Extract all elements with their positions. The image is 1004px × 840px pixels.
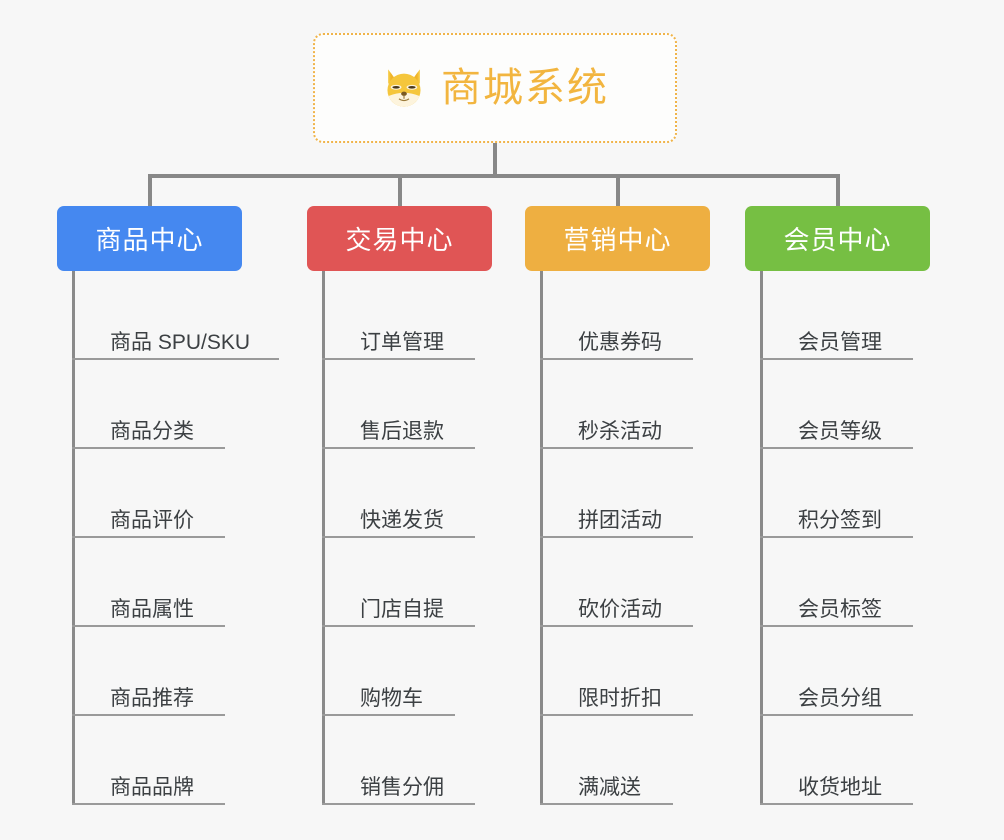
leaf-item[interactable]: 商品品牌 <box>72 716 250 805</box>
category-label: 会员中心 <box>783 225 892 255</box>
connector-horizontal-bus <box>148 174 840 178</box>
leaf-item-label: 商品 SPU/SKU <box>110 331 251 354</box>
leaf-item-label: 快递发货 <box>360 509 444 532</box>
leaf-item-label: 收货地址 <box>798 776 882 799</box>
leaf-underline <box>322 447 475 449</box>
connector-drop-3 <box>616 174 620 206</box>
category-label: 交易中心 <box>345 225 454 255</box>
leaf-underline <box>322 714 455 716</box>
leaf-underline <box>72 803 225 805</box>
leaf-item-label: 售后退款 <box>360 420 444 443</box>
category-label: 营销中心 <box>563 225 672 255</box>
leaf-item-label: 商品分类 <box>110 420 194 443</box>
leaf-item[interactable]: 会员管理 <box>760 271 913 360</box>
category-box-3[interactable]: 营销中心 <box>525 206 710 271</box>
leaf-item[interactable]: 优惠券码 <box>540 271 693 360</box>
leaf-underline <box>72 358 279 360</box>
leaf-underline <box>322 536 475 538</box>
connector-root-stem <box>493 143 497 176</box>
shiba-dog-icon <box>387 69 421 107</box>
leaf-item[interactable]: 会员等级 <box>760 360 913 449</box>
leaf-item-label: 商品属性 <box>110 598 194 621</box>
leaf-underline <box>322 625 475 627</box>
leaf-underline <box>760 714 913 716</box>
leaf-underline <box>540 447 693 449</box>
leaf-underline <box>760 358 913 360</box>
connector-drop-4 <box>836 174 840 206</box>
leaf-item[interactable]: 商品属性 <box>72 538 250 627</box>
leaf-underline <box>72 625 225 627</box>
leaf-item[interactable]: 砍价活动 <box>540 538 693 627</box>
category-label: 商品中心 <box>95 225 204 255</box>
leaf-item-label: 门店自提 <box>360 598 444 621</box>
leaf-underline <box>760 625 913 627</box>
root-node-mall-system[interactable]: 商城系统 <box>313 33 677 143</box>
leaf-item[interactable]: 限时折扣 <box>540 627 693 716</box>
leaf-item-label: 会员分组 <box>798 687 882 710</box>
leaf-item[interactable]: 收货地址 <box>760 716 913 805</box>
category-box-1[interactable]: 商品中心 <box>57 206 242 271</box>
leaf-item[interactable]: 拼团活动 <box>540 449 693 538</box>
leaf-underline <box>760 803 913 805</box>
leaf-underline <box>540 714 693 716</box>
connector-drop-2 <box>398 174 402 206</box>
leaf-item-label: 商品评价 <box>110 509 194 532</box>
leaf-list: 商品 SPU/SKU 商品分类商品评价商品属性商品推荐商品品牌 <box>72 271 279 805</box>
leaf-underline <box>72 447 225 449</box>
leaf-item[interactable]: 会员分组 <box>760 627 913 716</box>
branch-spine <box>72 271 75 805</box>
leaf-item[interactable]: 秒杀活动 <box>540 360 693 449</box>
leaf-item-label: 购物车 <box>360 687 423 710</box>
leaf-underline <box>760 447 913 449</box>
leaf-underline <box>540 536 693 538</box>
leaf-underline <box>72 714 225 716</box>
leaf-item-label: 商品推荐 <box>110 687 194 710</box>
branch-spine <box>540 271 543 805</box>
leaf-item[interactable]: 门店自提 <box>322 538 475 627</box>
leaf-item[interactable]: 销售分佣 <box>322 716 475 805</box>
leaf-item[interactable]: 售后退款 <box>322 360 475 449</box>
leaf-item-label: 会员管理 <box>798 331 882 354</box>
leaf-item-label: 积分签到 <box>798 509 882 532</box>
leaf-underline <box>322 358 475 360</box>
leaf-underline <box>540 625 693 627</box>
leaf-item-label: 优惠券码 <box>578 331 662 354</box>
leaf-item-label: 订单管理 <box>360 331 444 354</box>
leaf-list: 订单管理售后退款快递发货门店自提购物车销售分佣 <box>322 271 475 805</box>
leaf-item-label: 拼团活动 <box>578 509 662 532</box>
branch-spine <box>760 271 763 805</box>
leaf-item[interactable]: 快递发货 <box>322 449 475 538</box>
leaf-item[interactable]: 商品 SPU/SKU <box>72 271 279 360</box>
leaf-item-label: 限时折扣 <box>578 687 662 710</box>
leaf-item[interactable]: 会员标签 <box>760 538 913 627</box>
leaf-item-label: 满减送 <box>578 776 641 799</box>
leaf-item-label: 秒杀活动 <box>578 420 662 443</box>
leaf-underline <box>72 536 225 538</box>
branch-spine <box>322 271 325 805</box>
leaf-item[interactable]: 积分签到 <box>760 449 913 538</box>
category-box-4[interactable]: 会员中心 <box>745 206 930 271</box>
leaf-item[interactable]: 购物车 <box>322 627 455 716</box>
leaf-item-label: 砍价活动 <box>578 598 662 621</box>
leaf-underline <box>760 536 913 538</box>
connector-drop-1 <box>148 174 152 206</box>
leaf-list: 会员管理会员等级积分签到会员标签会员分组收货地址 <box>760 271 913 805</box>
leaf-item-label: 商品品牌 <box>110 776 194 799</box>
leaf-item-label: 会员标签 <box>798 598 882 621</box>
leaf-item[interactable]: 商品评价 <box>72 449 250 538</box>
leaf-list: 优惠券码秒杀活动拼团活动砍价活动限时折扣满减送 <box>540 271 693 805</box>
leaf-underline <box>540 358 693 360</box>
leaf-item[interactable]: 商品推荐 <box>72 627 250 716</box>
leaf-item-label: 销售分佣 <box>360 776 444 799</box>
leaf-item[interactable]: 商品分类 <box>72 360 250 449</box>
leaf-item-label: 会员等级 <box>798 420 882 443</box>
leaf-item[interactable]: 满减送 <box>540 716 673 805</box>
leaf-underline <box>540 803 673 805</box>
leaf-underline <box>322 803 475 805</box>
category-box-2[interactable]: 交易中心 <box>307 206 492 271</box>
leaf-item[interactable]: 订单管理 <box>322 271 475 360</box>
root-node-label: 商城系统 <box>441 66 609 110</box>
